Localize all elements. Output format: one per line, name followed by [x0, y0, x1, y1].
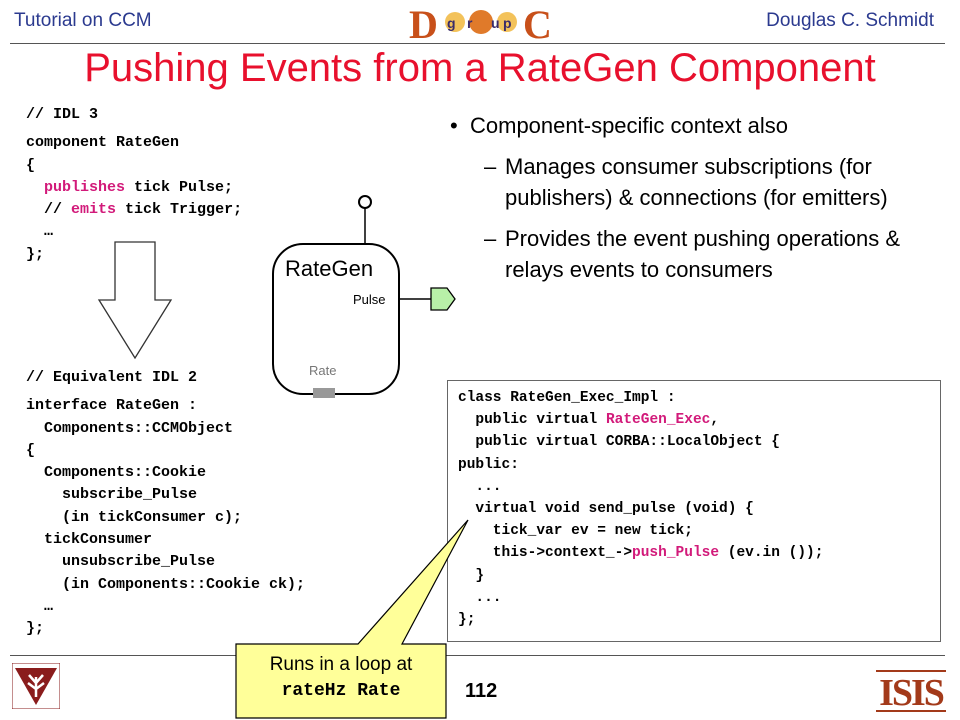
- keyword-emits: emits: [71, 201, 117, 219]
- code-line: public virtual RateGen_Exec,: [458, 412, 720, 429]
- logo-letter-u: u: [491, 15, 500, 31]
- bullet-list: Component-specific context also Manages …: [450, 110, 920, 285]
- callout-mono: rateHz Rate: [281, 681, 401, 701]
- header-author: Douglas C. Schmidt: [766, 10, 934, 31]
- code-line: // Equivalent IDL 2: [26, 369, 198, 386]
- code-line: publishes tick Pulse;: [44, 178, 234, 196]
- vanderbilt-logo-icon: [12, 663, 60, 709]
- bullet-sub-2: Provides the event pushing operations & …: [450, 223, 920, 285]
- component-name: RateGen: [285, 256, 373, 281]
- impl-code-box: class RateGen_Exec_Impl : public virtual…: [447, 380, 941, 642]
- event-source-port-icon: [430, 287, 456, 311]
- code-line: tickConsumer: [26, 531, 153, 549]
- component-body: [272, 243, 400, 395]
- code-line: };: [458, 612, 476, 629]
- rategen-component-diagram: RateGen Pulse Rate: [272, 195, 456, 398]
- logo-letter-c: C: [523, 2, 552, 44]
- header-course-title: Tutorial on CCM: [14, 10, 152, 31]
- code-line: {: [26, 441, 36, 459]
- code-line: …: [26, 597, 54, 615]
- code-line: };: [26, 245, 45, 263]
- code-line: interface RateGen :: [26, 397, 198, 415]
- code-line: unsubscribe_Pulse: [26, 553, 216, 571]
- slide-title: Pushing Events from a RateGen Component: [84, 46, 876, 90]
- attribute-port-icon: [313, 388, 335, 398]
- receptacle-icon: [358, 195, 372, 209]
- code-line: Components::Cookie: [26, 464, 207, 482]
- code-line: }: [458, 567, 485, 584]
- code-line: (in Components::Cookie ck);: [26, 575, 306, 593]
- callout-text: Runs in a loop at rateHz Rate: [240, 652, 442, 704]
- logo-letter-r: r: [467, 15, 473, 31]
- down-arrow-icon: [97, 241, 173, 360]
- port-label-rate: Rate: [309, 363, 336, 378]
- keyword-push-pulse: push_Pulse: [632, 545, 720, 562]
- code-line: ...: [458, 589, 502, 606]
- footer-divider: [10, 655, 945, 656]
- isis-logo-text: ISIS: [879, 672, 944, 714]
- code-line: // emits tick Trigger;: [44, 201, 243, 219]
- code-line: // IDL 3: [26, 106, 99, 123]
- code-line: {: [26, 156, 36, 174]
- code-line: subscribe_Pulse: [26, 486, 198, 504]
- code-line: public:: [458, 456, 519, 473]
- code-line: public virtual CORBA::LocalObject {: [458, 434, 780, 451]
- keyword-publishes: publishes: [44, 178, 126, 196]
- logo-letter-g: g: [447, 15, 456, 31]
- code-line: component RateGen: [26, 134, 180, 152]
- code-line: };: [26, 620, 45, 638]
- callout-line-1: Runs in a loop at: [269, 654, 413, 675]
- idl2-code-block: // Equivalent IDL 2 interface RateGen : C…: [26, 367, 305, 641]
- header-divider: [10, 43, 945, 44]
- port-label-pulse: Pulse: [353, 292, 386, 307]
- page-number: 112: [465, 680, 498, 702]
- code-line: Components::CCMObject: [26, 419, 234, 437]
- logo-letter-p: p: [503, 15, 512, 31]
- code-line: virtual void send_pulse (void) {: [458, 501, 754, 518]
- doc-group-logo: D g r u p C: [405, 2, 555, 44]
- idl3-code-block: // IDL 3 component RateGen { publishes tic…: [26, 104, 242, 266]
- code-line: (in tickConsumer c);: [26, 508, 243, 526]
- keyword-rategen-exec: RateGen_Exec: [605, 412, 711, 429]
- code-line: this->context_->push_Pulse (ev.in ());: [458, 545, 824, 562]
- code-line: …: [44, 223, 54, 241]
- logo-letter-d: D: [409, 2, 438, 44]
- bullet-sub-1: Manages consumer subscriptions (for publ…: [450, 151, 920, 213]
- code-line: tick_var ev = new tick;: [458, 523, 693, 540]
- bullet-main: Component-specific context also: [450, 110, 920, 141]
- code-line: class RateGen_Exec_Impl :: [458, 390, 676, 406]
- isis-logo-icon: ISIS: [874, 663, 948, 715]
- code-line: ...: [458, 478, 502, 495]
